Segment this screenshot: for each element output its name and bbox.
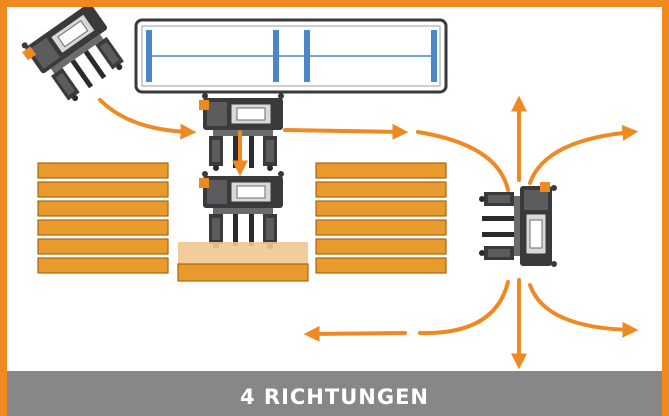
lumber-stack-center	[177, 242, 309, 282]
footer-title: 4 RICHTUNGEN	[239, 385, 429, 409]
arrow-left	[303, 325, 407, 342]
arrow-curve-down-right	[528, 283, 639, 338]
forklift-right-side	[478, 181, 558, 268]
arrow-curve-into-center	[98, 98, 197, 140]
footer-bar: 4 RICHTUNGEN	[7, 371, 662, 416]
long-panel-load	[134, 18, 448, 94]
forklift-center-lower	[198, 170, 285, 250]
arrow-right-top	[283, 123, 409, 140]
arrow-curve-up-right	[528, 124, 639, 185]
arrow-curve-top-to-forklift	[416, 130, 510, 192]
arrow-curve-down-left	[418, 280, 510, 336]
forklift-rotated	[17, 7, 134, 111]
direction-arrows	[98, 95, 639, 370]
lumber-stack-left	[37, 162, 169, 274]
lumber-stack-right	[315, 162, 447, 274]
